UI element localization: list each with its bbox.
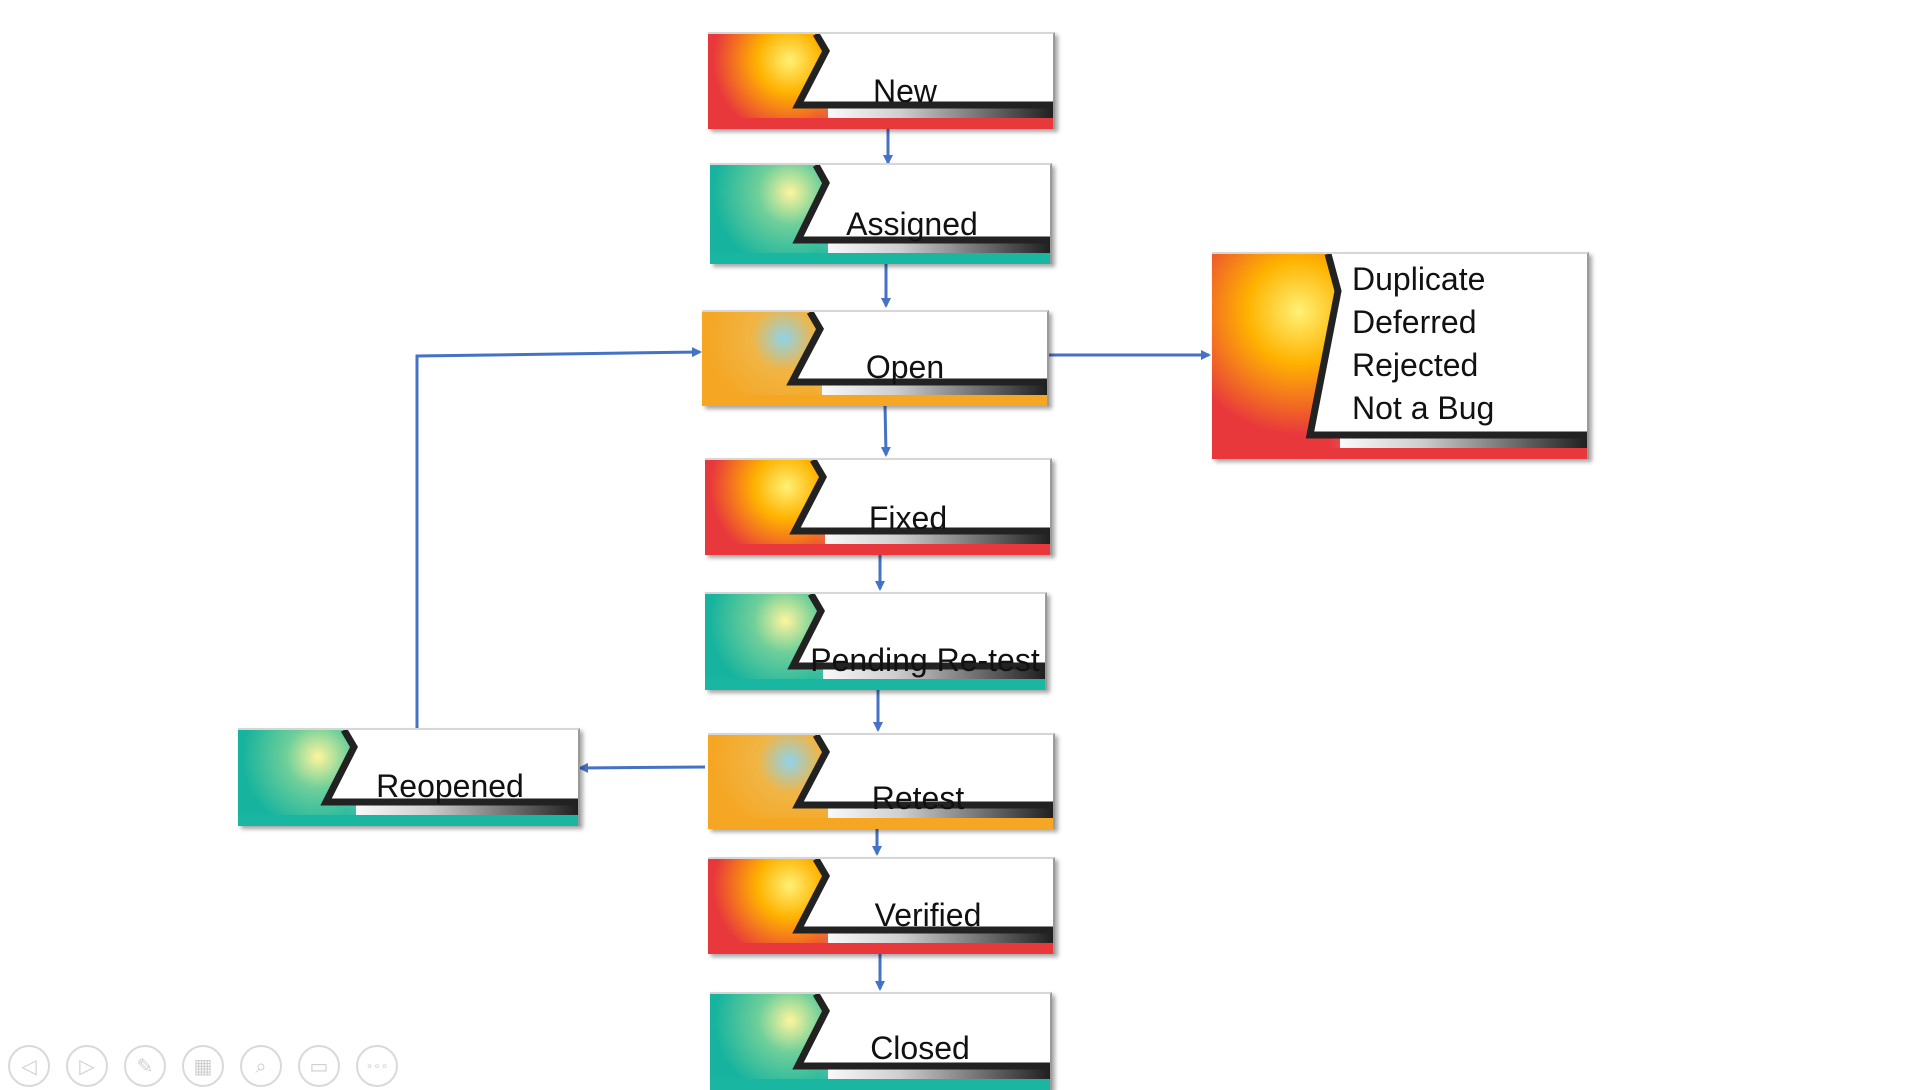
node-accent-strip <box>710 253 1050 264</box>
node-color-panel <box>705 594 823 690</box>
edge-open-to-fixed <box>880 403 891 457</box>
node-shadow-band <box>818 1066 1050 1079</box>
node-accent-strip <box>705 679 1045 690</box>
next-button[interactable]: ▷ <box>66 1045 108 1087</box>
subtitles-icon: ▭ <box>309 1054 329 1078</box>
node-accent-strip <box>708 818 1053 829</box>
magnifier-icon: ⌕ <box>255 1054 267 1078</box>
pen-button[interactable]: ✎ <box>124 1045 166 1087</box>
previous-button[interactable]: ◁ <box>8 1045 50 1087</box>
node-color-panel <box>708 859 828 954</box>
node-color-panel <box>705 460 825 555</box>
node-color-panel <box>708 34 828 129</box>
node-verified: Verified <box>708 857 1055 954</box>
node-fixed: Fixed <box>705 458 1052 555</box>
node-label: Fixed <box>868 500 948 536</box>
node-shadow-band <box>1330 435 1587 448</box>
node-closed: Closed <box>710 992 1052 1090</box>
edge-reopened-to-open <box>415 347 702 728</box>
chevron-left-icon: ◁ <box>21 1054 37 1078</box>
node-label: Duplicate Deferred Rejected Not a Bug <box>1352 261 1495 426</box>
node-label: Pending Re-test <box>810 642 1040 678</box>
node-label: New <box>872 73 938 109</box>
edge-retest-to-reopened <box>578 762 706 773</box>
node-accent-strip <box>708 943 1053 954</box>
node-label: Assigned <box>846 206 978 242</box>
zoom-button[interactable]: ⌕ <box>240 1045 282 1087</box>
more-button[interactable]: ∘∘∘ <box>356 1045 398 1087</box>
node-label: Closed <box>870 1030 970 1066</box>
slides-grid-icon: ▦ <box>193 1054 213 1078</box>
node-open: Open <box>702 310 1049 406</box>
node-color-panel <box>238 730 356 826</box>
node-label: Verified <box>874 897 982 933</box>
more-icon: ∘∘∘ <box>365 1059 389 1073</box>
node-label: Open <box>865 349 945 385</box>
node-pending-retest: Pending Re-test <box>705 592 1047 690</box>
node-color-panel <box>1212 254 1340 459</box>
pen-icon: ✎ <box>136 1054 154 1078</box>
node-accent-strip <box>705 544 1050 555</box>
node-label: Reopened <box>376 768 524 804</box>
node-color-panel <box>710 165 828 264</box>
node-color-panel <box>710 994 828 1090</box>
node-new: New <box>708 32 1055 129</box>
node-accent-strip <box>1212 448 1587 459</box>
chevron-right-icon: ▷ <box>79 1054 95 1078</box>
node-assigned: Assigned <box>710 163 1052 264</box>
node-rejected-states: Duplicate Deferred Rejected Not a Bug <box>1212 252 1589 459</box>
node-accent-strip <box>238 815 578 826</box>
node-reopened: Reopened <box>238 728 580 826</box>
node-color-panel <box>702 312 822 406</box>
slides-button[interactable]: ▦ <box>182 1045 224 1087</box>
node-accent-strip <box>702 395 1047 406</box>
node-label: Retest <box>871 780 965 816</box>
subtitles-button[interactable]: ▭ <box>298 1045 340 1087</box>
node-accent-strip <box>708 118 1053 129</box>
node-color-panel <box>708 735 828 829</box>
node-accent-strip <box>710 1079 1050 1090</box>
node-retest: Retest <box>708 733 1055 829</box>
